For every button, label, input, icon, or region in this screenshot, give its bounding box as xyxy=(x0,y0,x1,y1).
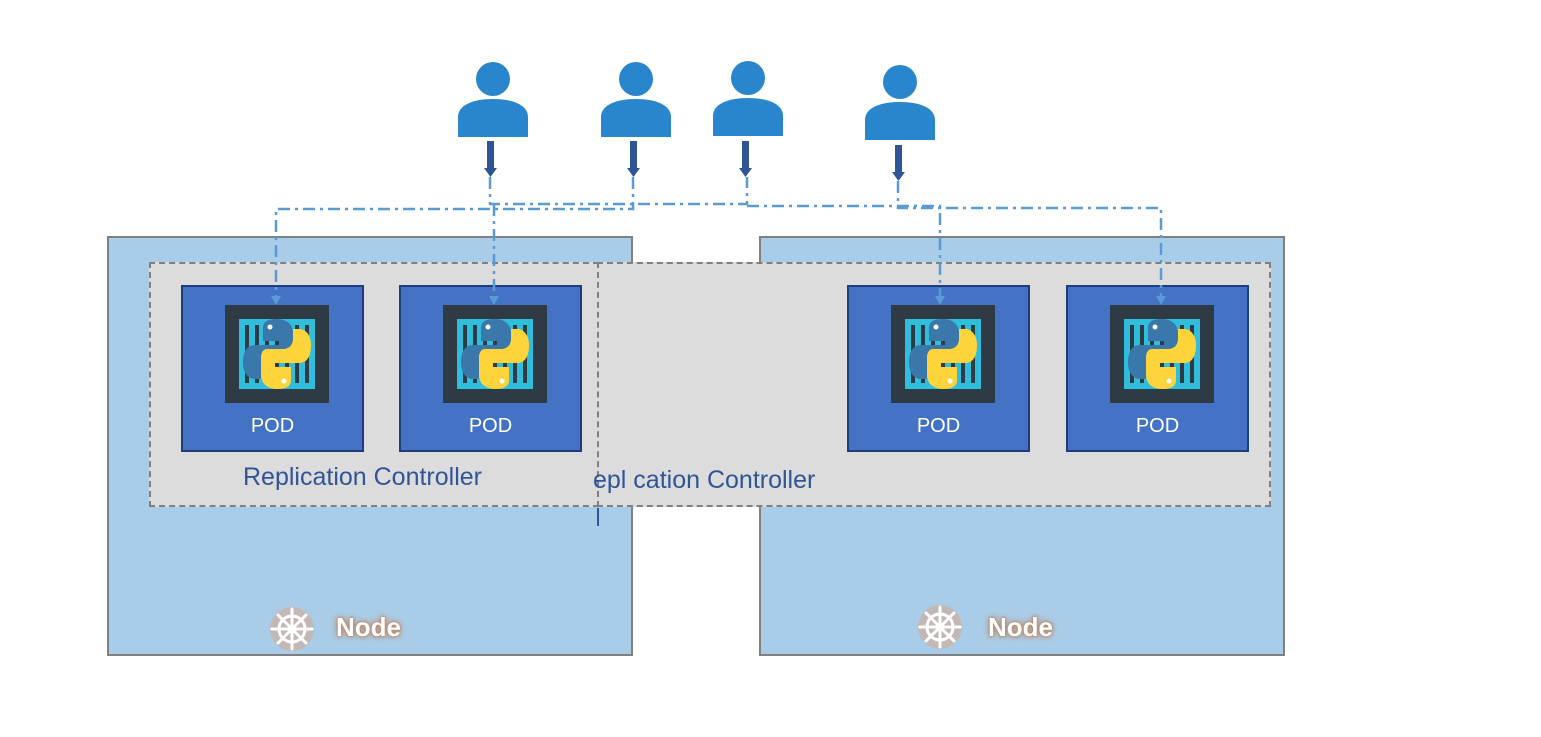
node-right-label: Node xyxy=(988,612,1053,642)
python-container-icon xyxy=(891,305,995,403)
pod-label: POD xyxy=(468,415,513,437)
cursor-mark xyxy=(597,508,599,526)
user-icon xyxy=(865,65,935,140)
node-left-label: Node xyxy=(336,612,401,642)
replication-controller-right-label: epl cation Controller xyxy=(593,466,816,494)
pod-1: POD xyxy=(181,285,364,452)
user-arrows xyxy=(484,141,905,181)
pod-3: POD xyxy=(847,285,1030,452)
kubernetes-helm-icon xyxy=(918,605,962,649)
python-container-icon xyxy=(225,305,329,403)
python-container-icon xyxy=(443,305,547,403)
pod-label: POD xyxy=(1135,415,1180,437)
kubernetes-helm-icon xyxy=(270,607,314,651)
pod-2: POD xyxy=(399,285,582,452)
pod-label: POD xyxy=(250,415,295,437)
python-container-icon xyxy=(1110,305,1214,403)
pod-label: POD xyxy=(916,415,961,437)
user-icon xyxy=(601,62,671,137)
user-icon xyxy=(458,62,528,137)
replication-controller-left-label: Replication Controller xyxy=(243,463,483,491)
user-icon xyxy=(713,61,783,136)
pod-4: POD xyxy=(1066,285,1249,452)
